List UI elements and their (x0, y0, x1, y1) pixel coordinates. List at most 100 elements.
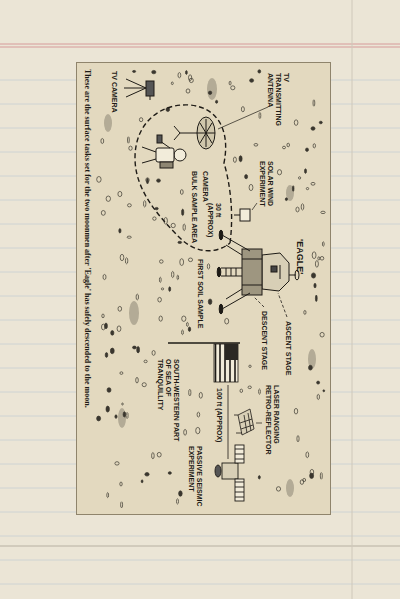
rock (127, 204, 131, 207)
part-label: TV TRANSMITTING ANTENNA (266, 73, 290, 135)
rock (129, 146, 132, 150)
rock (241, 107, 244, 112)
rock (196, 427, 200, 433)
rock (323, 390, 325, 392)
rock (178, 241, 182, 243)
rock (122, 403, 124, 405)
rock (249, 365, 251, 367)
margin-line (352, 0, 353, 599)
rock (152, 453, 155, 459)
rock (314, 283, 316, 288)
rock (155, 207, 158, 209)
rock (197, 412, 200, 417)
rock (294, 408, 297, 414)
rock (300, 480, 303, 485)
rock (180, 190, 183, 195)
rock (297, 436, 299, 442)
rock (117, 326, 121, 332)
rock (152, 70, 156, 73)
rock (320, 332, 324, 337)
traverse-path (135, 105, 232, 251)
rock (120, 482, 122, 486)
rock (182, 316, 186, 321)
rock (121, 502, 123, 508)
rock (168, 472, 171, 475)
rock (208, 91, 211, 94)
rock (299, 177, 301, 179)
rock (258, 70, 261, 73)
rock (101, 211, 105, 216)
rock (139, 118, 142, 122)
laser-reflector (234, 409, 254, 435)
rock (106, 406, 109, 412)
rock (123, 412, 126, 417)
rock (153, 217, 156, 220)
rock (315, 295, 317, 301)
margin-line (0, 47, 400, 48)
rock (159, 316, 162, 321)
leader-line (254, 297, 264, 307)
rock (120, 254, 124, 260)
part-label: 30 ft (APPROX) (206, 203, 222, 243)
leader-line (278, 293, 287, 317)
part-label: 'EAGLE' (294, 239, 305, 274)
rock (233, 157, 236, 162)
rock (147, 178, 149, 184)
leader-line (256, 423, 262, 424)
rock (304, 310, 306, 314)
seismic-experiment (215, 445, 244, 501)
rock (305, 169, 307, 174)
rock (294, 120, 298, 126)
rock (177, 499, 179, 504)
rock (301, 204, 304, 210)
rock (249, 184, 253, 190)
rock (254, 144, 258, 147)
rock (318, 257, 320, 260)
caption: These are the surface tasks set for the … (82, 69, 92, 408)
newspaper-clipping: TV TRANSMITTING ANTENNA SOLAR WIND EXPERI… (76, 62, 331, 515)
rock (207, 264, 209, 269)
part-label: TV CAMERA (110, 71, 118, 113)
rock (285, 198, 287, 201)
rock (313, 144, 315, 148)
rock (292, 186, 294, 192)
rock (142, 383, 146, 387)
rock (126, 413, 128, 419)
leader-line (252, 203, 257, 210)
part-label: ASCENT STAGE (284, 321, 292, 375)
rock (231, 86, 235, 90)
rock (317, 381, 320, 384)
rock (189, 75, 192, 81)
rock (127, 236, 131, 238)
rock (157, 452, 161, 457)
part-label: PASSIVE SEISMIC EXPERIMENT (187, 446, 203, 512)
rock (102, 314, 104, 318)
rock (315, 261, 318, 268)
rock (177, 275, 179, 280)
part-label: SOLAR WIND EXPERIMENT (258, 161, 274, 229)
rock (107, 493, 109, 498)
rock (115, 462, 119, 465)
rock (322, 242, 324, 246)
rock (157, 179, 161, 182)
rock (180, 259, 184, 266)
rock (320, 473, 322, 480)
rock (97, 177, 101, 183)
rock (111, 331, 114, 336)
rock (127, 137, 129, 143)
rock (171, 82, 173, 85)
rock (183, 224, 185, 231)
rock (259, 113, 261, 119)
rock (258, 476, 260, 479)
rock (136, 377, 139, 383)
margin-line (0, 44, 400, 45)
rock (229, 81, 231, 85)
rock (118, 191, 122, 196)
rock (313, 100, 315, 106)
rock (311, 273, 315, 278)
rock (306, 188, 308, 190)
rock (158, 297, 162, 302)
rock (132, 346, 136, 349)
part-label: FIRST SOIL SAMPLE (196, 259, 204, 329)
rock (312, 252, 316, 259)
